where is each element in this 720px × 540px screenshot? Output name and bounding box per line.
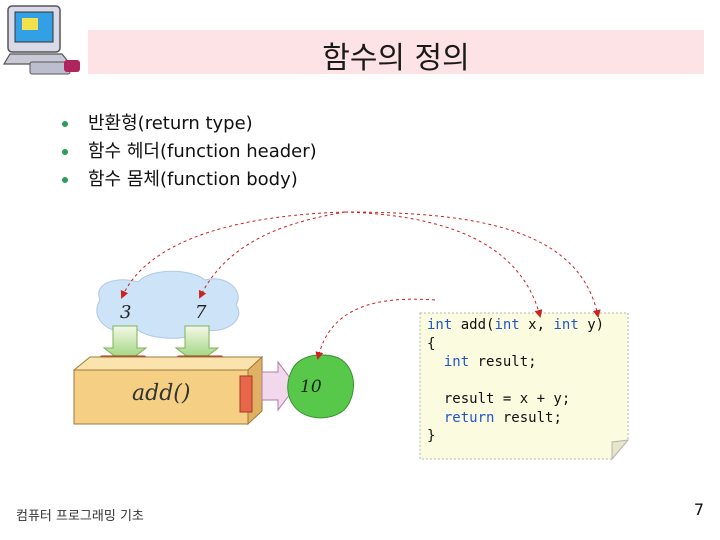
bullet-return-type: 반환형(return type) — [60, 110, 317, 138]
footer-course-title: 컴퓨터 프로그래밍 기초 — [16, 509, 144, 524]
page-number: 7 — [693, 500, 704, 519]
input-value-3: 3 — [120, 302, 131, 323]
page-title: 함수의 정의 — [322, 41, 470, 76]
output-blob — [287, 354, 354, 419]
bullet-dot-icon — [62, 177, 68, 183]
title-bar: 함수의 정의 — [88, 30, 704, 76]
bullet-list: 반환형(return type) 함수 헤더(function header) … — [60, 110, 317, 194]
bullet-function-body: 함수 몸체(function body) — [60, 166, 317, 194]
function-label: add() — [132, 381, 190, 406]
output-arrow-icon — [261, 360, 297, 412]
output-value: 10 — [300, 377, 322, 397]
computer-logo-icon — [2, 5, 80, 75]
input-value-7: 7 — [195, 302, 207, 323]
input-cloud — [96, 270, 240, 339]
code-block: int add(int x, int y) { int result; resu… — [427, 317, 605, 444]
bullet-dot-icon — [62, 121, 68, 127]
bullet-dot-icon — [62, 149, 68, 155]
bullet-function-header: 함수 헤더(function header) — [60, 138, 317, 166]
